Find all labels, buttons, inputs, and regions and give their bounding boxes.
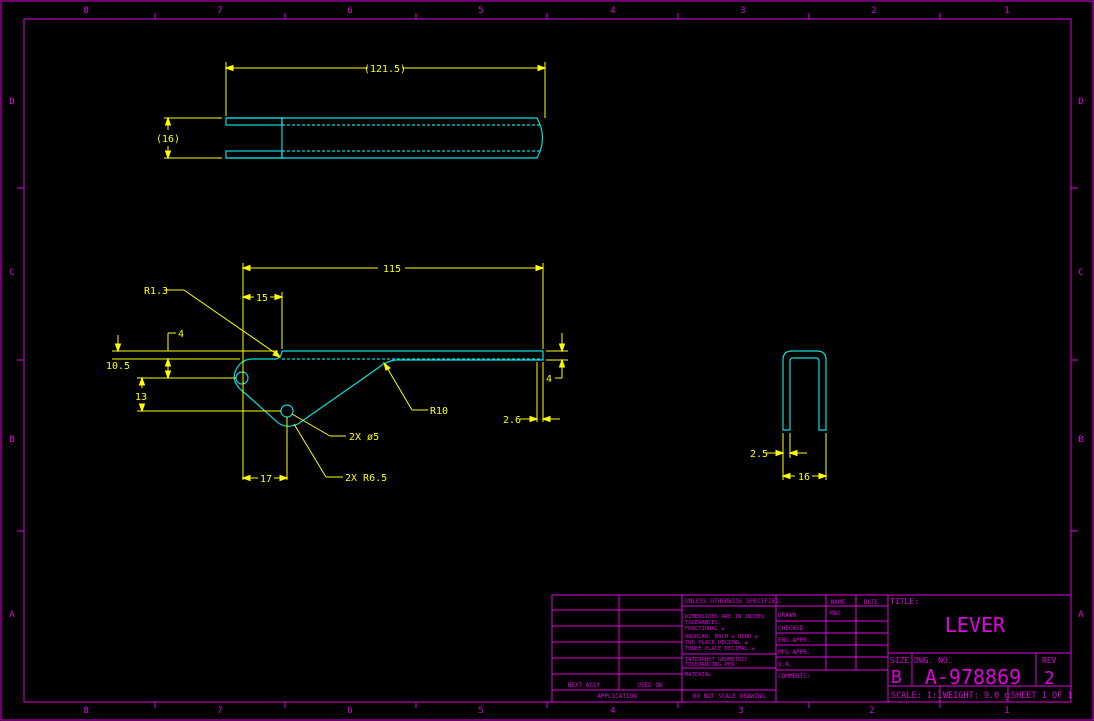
dim-top-length: (121.5)	[364, 64, 406, 75]
row-label-right: B	[1078, 435, 1083, 445]
name-header: NAME	[831, 599, 846, 606]
dim-side-width: 16	[798, 472, 810, 483]
used-on-label: USED ON	[637, 682, 663, 689]
sheet-field: SHEET 1 OF 1	[1011, 691, 1072, 701]
front-view-part	[233, 350, 544, 427]
col-label-top: 6	[347, 6, 352, 16]
revision: 2	[1044, 668, 1055, 689]
dim-tip: 2.6	[503, 415, 521, 426]
front-view-dimensions	[112, 263, 568, 482]
dim-height: 10.5	[106, 361, 130, 372]
top-view-part	[225, 117, 544, 159]
geom-line: TOLERANCING PER:	[685, 662, 738, 668]
col-label-top: 1	[1004, 6, 1009, 16]
col-label-top: 3	[740, 6, 745, 16]
spec-line: TOLERANCES:	[685, 620, 721, 626]
row-label-left: C	[9, 268, 14, 278]
material-label: MATERIAL	[685, 672, 712, 678]
row-label-left: D	[9, 97, 14, 107]
scale-field: SCALE: 1:1	[891, 691, 942, 701]
application-label: APPLICATION	[597, 693, 637, 700]
side-view-part	[782, 350, 827, 431]
col-label-top: 2	[871, 6, 876, 16]
spec-line: DIMENSIONS ARE IN INCHES	[685, 614, 764, 620]
qa-label: Q.A.	[778, 661, 792, 668]
comments-label: COMMENTS:	[778, 673, 811, 680]
dim-thickness: 4	[546, 374, 552, 385]
spec-header: UNLESS OTHERWISE SPECIFIED:	[685, 598, 783, 605]
col-label-top: 5	[478, 6, 483, 16]
col-label-bottom: 7	[217, 706, 222, 716]
do-not-scale-note: DO NOT SCALE DRAWING	[693, 693, 766, 700]
col-label-bottom: 3	[738, 706, 743, 716]
checked-label: CHECKED	[778, 625, 804, 632]
border-labels: 8 7 6 5 4 3 2 1 8 7 6 5 4 3 2 1 D C B A …	[9, 6, 1084, 716]
spec-line: TWO PLACE DECIMAL ±	[685, 640, 749, 646]
spec-line: FRACTIONAL ±	[685, 626, 725, 632]
drawing-number: A-978869	[925, 665, 1021, 689]
dim-offset: 4	[178, 329, 184, 340]
side-view-dimensions	[766, 433, 828, 480]
row-label-right: D	[1078, 97, 1083, 107]
rev-label: REV	[1042, 656, 1057, 665]
next-assy-label: NEXT ASSY	[568, 682, 601, 689]
eng-appr-label: ENG APPR.	[778, 637, 811, 644]
top-view-dimensions	[164, 62, 547, 160]
spec-line: THREE PLACE DECIMAL ±	[685, 646, 755, 652]
note-end-radius: 2X R6.5	[345, 473, 387, 484]
row-label-right: A	[1078, 610, 1084, 620]
dim-bend-radius: R1.3	[144, 286, 168, 297]
geom-line: INTERPRET GEOMETRIC	[685, 657, 748, 663]
row-label-left: B	[9, 435, 14, 445]
drawing-title: LEVER	[945, 613, 1006, 637]
spec-line: ANGULAR: MACH ± BEND ±	[685, 634, 759, 640]
col-label-bottom: 1	[1004, 706, 1009, 716]
row-label-left: A	[9, 610, 15, 620]
col-label-top: 4	[610, 6, 615, 16]
row-label-right: C	[1078, 268, 1083, 278]
col-label-bottom: 2	[869, 706, 874, 716]
size-label: SIZE	[890, 656, 909, 665]
front-view-dim-text: 115 15 R1.3 4 10.5 13 R10 2X ø5 17 2X R6…	[106, 264, 552, 485]
col-label-bottom: 5	[478, 706, 483, 716]
title-block	[551, 594, 1072, 703]
weight-field: WEIGHT: 9.0 g	[943, 691, 1010, 701]
dim-slot-length: 15	[256, 293, 268, 304]
title-block-text: NEXT ASSY USED ON APPLICATION UNLESS OTH…	[568, 597, 1073, 701]
drawn-label: DRAWN	[778, 612, 796, 619]
dim-overall-length: 115	[383, 264, 401, 275]
title-label: TITLE:	[890, 597, 919, 606]
col-label-bottom: 6	[347, 706, 352, 716]
col-label-top: 7	[217, 6, 222, 16]
dim-hole-spacing: 17	[260, 474, 272, 485]
dim-top-width: (16)	[156, 134, 180, 145]
col-label-bottom: 4	[610, 706, 615, 716]
dwg-no-label: DWG. NO.	[914, 656, 953, 665]
col-label-top: 8	[83, 6, 88, 16]
dim-hole-height: 13	[135, 392, 147, 403]
dim-side-thickness: 2.5	[750, 449, 768, 460]
col-label-bottom: 8	[83, 706, 88, 716]
note-holes: 2X ø5	[349, 432, 379, 443]
date-header: DATE	[864, 599, 879, 606]
dim-fillet-radius: R10	[430, 406, 448, 417]
mfg-appr-label: MFG APPR.	[778, 649, 811, 656]
drawn-name: MAS	[830, 610, 841, 617]
sheet-size: B	[891, 667, 902, 688]
